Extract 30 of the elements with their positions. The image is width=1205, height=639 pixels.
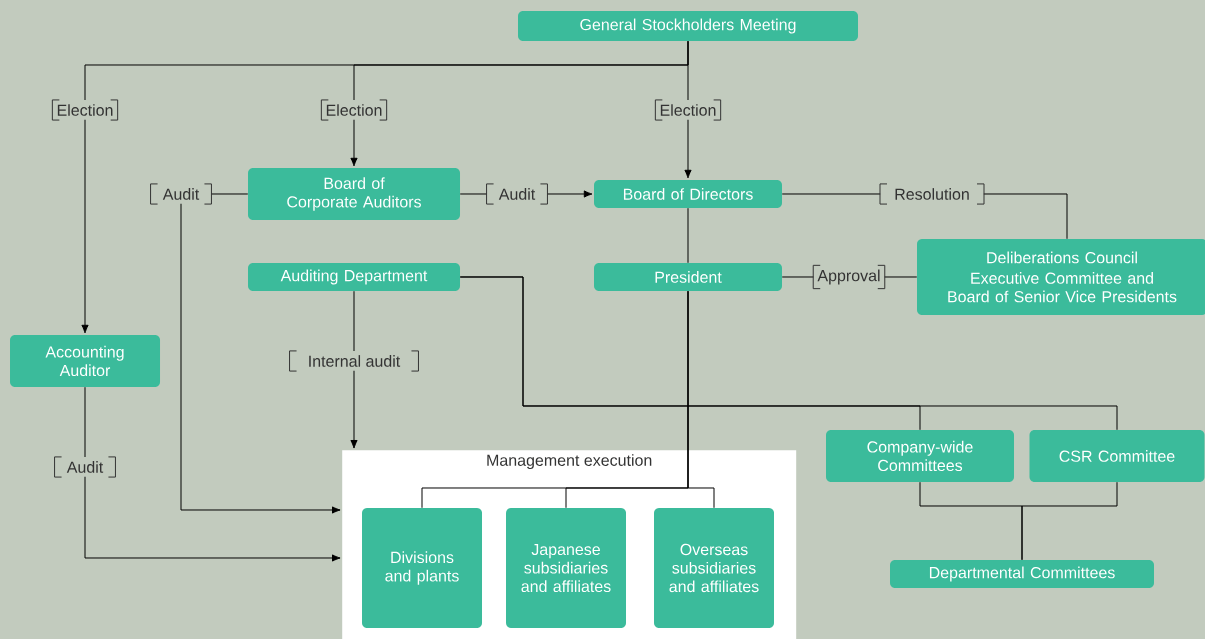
- edge-label: Resolution: [879, 183, 985, 205]
- org-box: Overseas subsidiaries and affiliates: [654, 508, 774, 628]
- org-box: Deliberations Council Executive Committee and Board of Senior Vice Presidents: [917, 239, 1205, 315]
- edge-label: Election: [51, 99, 119, 121]
- connector: [459, 276, 1118, 431]
- connector: [687, 290, 715, 509]
- connector: [84, 386, 341, 562]
- org-box: Accounting Auditor: [10, 335, 160, 387]
- org-box: Auditing Department: [248, 263, 460, 291]
- connector: [350, 290, 358, 449]
- connector: [684, 40, 692, 179]
- org-box: CSR Committee: [1029, 430, 1205, 482]
- edge-label: Audit: [486, 183, 548, 205]
- edge-label: Election: [654, 99, 722, 121]
- edge-label: Audit: [54, 456, 116, 478]
- edge-label: Internal audit: [289, 350, 419, 372]
- org-box: Company-wide Committees: [826, 430, 1014, 482]
- org-box: Board of Directors: [594, 180, 782, 208]
- connector: [180, 193, 341, 514]
- org-box: Japanese subsidiaries and affiliates: [506, 508, 626, 628]
- connector: [687, 207, 689, 264]
- org-box: President: [594, 263, 782, 291]
- edge-label: Audit: [150, 183, 212, 205]
- edge-label: Election: [320, 99, 388, 121]
- org-box: Departmental Committees: [890, 560, 1154, 588]
- connector: [1021, 481, 1118, 561]
- edge-label: Approval: [812, 264, 886, 290]
- org-box: Board of Corporate Auditors: [248, 168, 460, 220]
- org-box: Divisions and plants: [362, 508, 482, 628]
- org-box: General Stockholders Meeting: [518, 11, 858, 41]
